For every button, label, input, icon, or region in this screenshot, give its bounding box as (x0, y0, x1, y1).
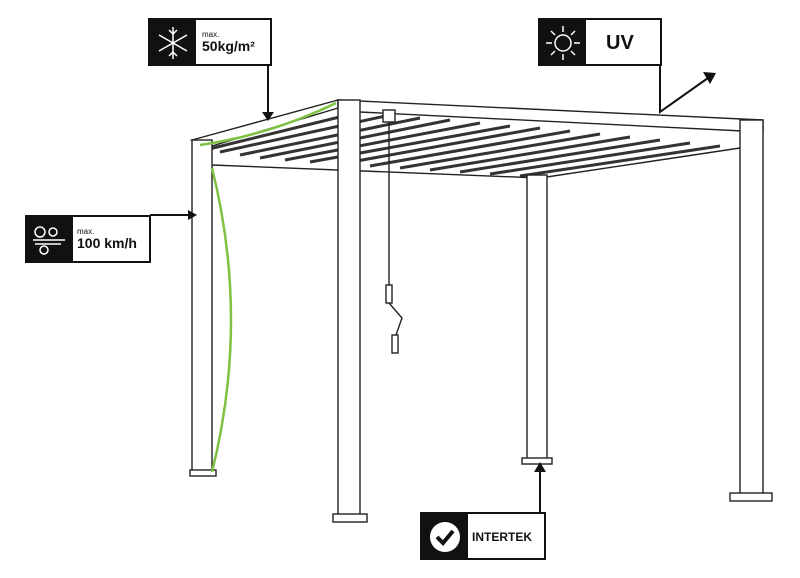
wind-icon (27, 217, 73, 261)
uv-value: UV (606, 32, 634, 54)
wind-speed-value: 100 km/h (77, 235, 137, 251)
sun-icon (540, 20, 586, 64)
wind-label: max. 100 km/h (25, 215, 151, 263)
snowflake-icon (150, 20, 196, 64)
snow-load-value: 50kg/m² (202, 38, 255, 54)
snow-load-label: max. 50kg/m² (148, 18, 272, 66)
checkmark-icon (422, 514, 468, 558)
certification-label: INTERTEK (420, 512, 546, 560)
screen-outline (199, 101, 337, 473)
certification-value: INTERTEK (472, 530, 532, 544)
wind-max-label: max. (77, 227, 95, 236)
uv-label: UV (538, 18, 662, 66)
snow-max-label: max. (202, 30, 220, 39)
